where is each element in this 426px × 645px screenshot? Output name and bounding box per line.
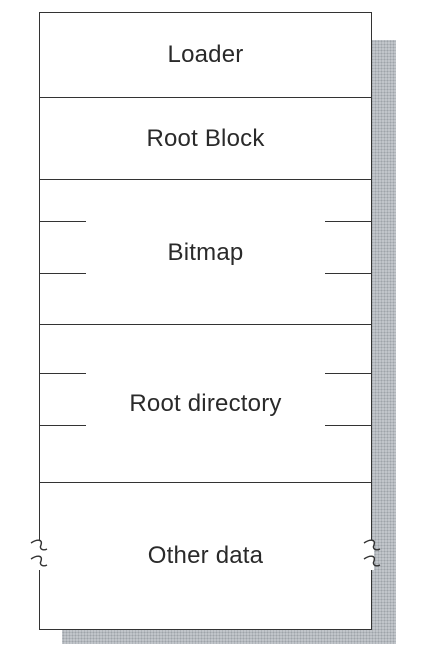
other-data-label: Other data <box>147 542 264 569</box>
loader-label: Loader <box>167 41 244 68</box>
divider-bitmap-rootdirectory <box>40 324 371 325</box>
root-block-label: Root Block <box>146 125 265 152</box>
bitmap-continuation-mark <box>40 221 86 222</box>
bitmap-continuation-mark <box>40 273 86 274</box>
root-directory-continuation-mark <box>325 373 371 374</box>
disk-layout-column: Loader Root Block Bitmap Root directory … <box>39 12 372 630</box>
other-data-block: Other data <box>40 483 371 629</box>
bitmap-continuation-mark <box>325 221 371 222</box>
left-break-gap <box>36 540 42 570</box>
bitmap-block: Bitmap <box>40 180 371 325</box>
loader-block: Loader <box>40 13 371 97</box>
root-block: Root Block <box>40 98 371 180</box>
right-break-gap <box>368 540 374 570</box>
bitmap-label: Bitmap <box>167 238 244 266</box>
divider-rootblock-bitmap <box>40 179 371 180</box>
right-break-mark <box>363 539 381 567</box>
bitmap-continuation-mark <box>325 273 371 274</box>
left-break-mark <box>30 539 48 567</box>
root-directory-continuation-mark <box>40 425 86 426</box>
root-directory-continuation-mark <box>325 425 371 426</box>
root-directory-continuation-mark <box>40 373 86 374</box>
root-directory-block: Root directory <box>40 325 371 483</box>
divider-rootdirectory-otherdata <box>40 482 371 483</box>
divider-loader-rootblock <box>40 97 371 98</box>
root-directory-label: Root directory <box>129 390 282 417</box>
